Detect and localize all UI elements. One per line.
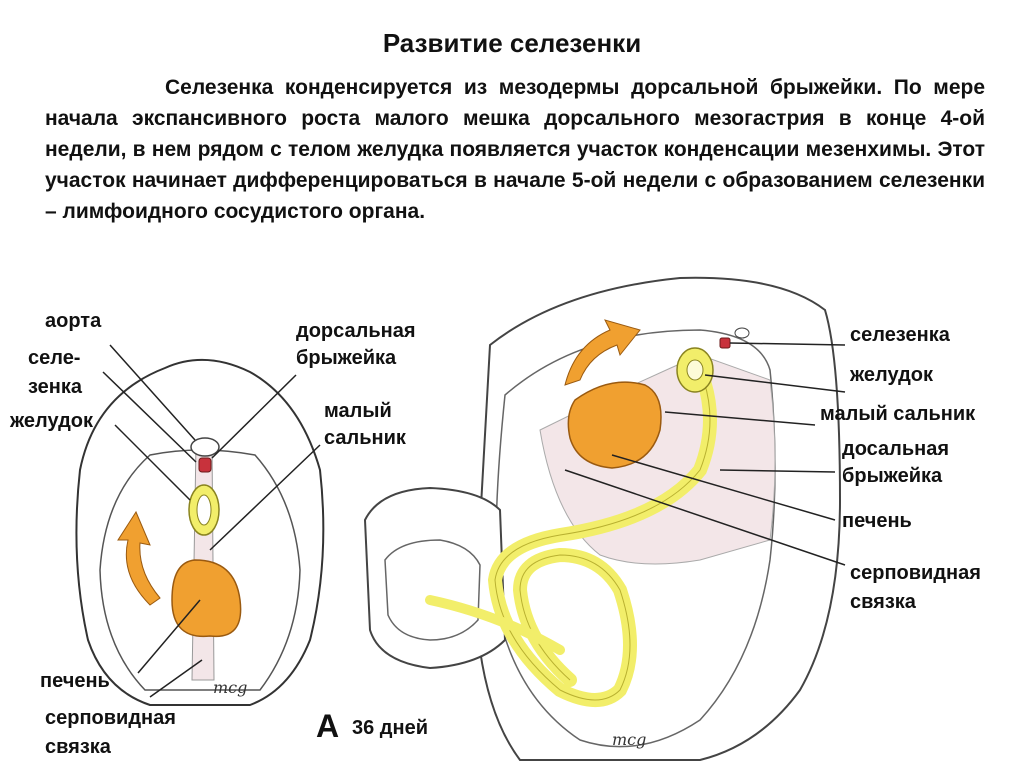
signature-left: mcg	[213, 678, 248, 697]
left-cross-section	[75, 344, 325, 706]
label-dorsal-mesentery-line2: брыжейка	[296, 347, 397, 369]
right-spleen	[719, 337, 731, 349]
signature-right: mcg	[612, 730, 647, 749]
label-falciform-line2-left: связка	[45, 736, 111, 758]
left-aorta	[190, 437, 220, 457]
label-aorta: аорта	[45, 310, 102, 332]
right-liver	[567, 381, 662, 469]
label-liver-left: печень	[40, 670, 110, 692]
figure-letter: A	[316, 708, 340, 744]
label-stomach-right: желудок	[850, 364, 934, 386]
label-spleen-line1: селе-	[28, 347, 81, 369]
label-spleen-line2: зенка	[28, 376, 83, 398]
label-falciform-line1-left: серповидная	[45, 707, 176, 729]
label-spleen-right: селезенка	[850, 324, 950, 346]
figure-caption: 36 дней	[352, 717, 428, 739]
right-rotation-arrow	[564, 319, 641, 386]
page-title: Развитие селезенки	[382, 28, 642, 58]
label-falciform-right-line1: серповидная	[850, 562, 981, 584]
left-rotation-arrow	[117, 510, 161, 606]
description-paragraph: Селезенка конденсируется из мезодермы до…	[45, 76, 985, 223]
right-3d-view	[363, 276, 846, 761]
label-falciform-right-line2: связка	[850, 591, 916, 613]
label-dorsal-mesentery-right-line2: брыжейка	[842, 465, 943, 487]
label-stomach-left: желудок	[10, 410, 94, 432]
left-leader-lines	[102, 344, 321, 698]
label-dorsal-mesentery-line1: дорсальная	[296, 320, 416, 342]
right-leader-lines	[564, 342, 846, 566]
label-liver-right: печень	[842, 510, 912, 532]
right-lower-tube	[425, 595, 565, 655]
label-lesser-omentum-line1: малый	[324, 400, 392, 422]
label-dorsal-mesentery-right-line1: досальная	[842, 438, 950, 460]
label-lesser-omentum-right: малый сальник	[820, 403, 976, 425]
label-lesser-omentum-line2: сальник	[324, 427, 406, 449]
left-liver	[171, 559, 242, 638]
left-spleen	[198, 457, 212, 473]
